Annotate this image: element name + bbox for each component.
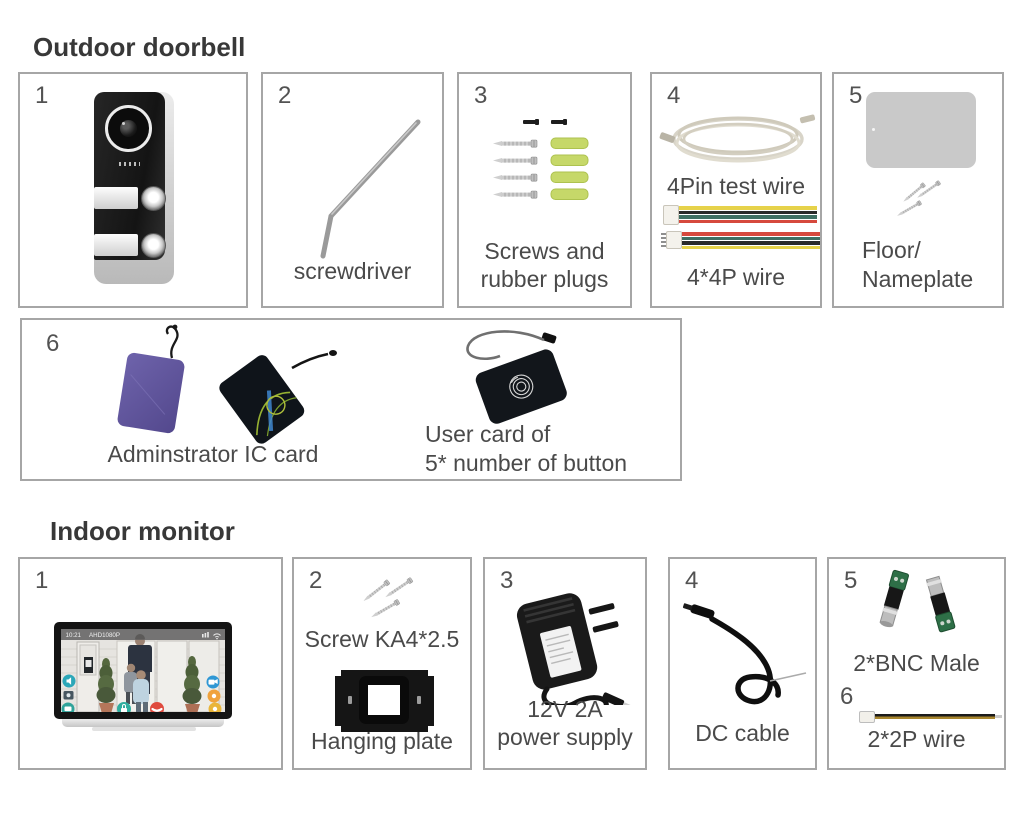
outdoor-section-title: Outdoor doorbell bbox=[33, 32, 246, 62]
screen-record-button bbox=[206, 675, 220, 689]
wifi-icon bbox=[213, 633, 221, 640]
screen-snapshot-button bbox=[63, 691, 74, 700]
ribbon-wire-2-icon bbox=[682, 232, 820, 250]
item-number: 3 bbox=[474, 82, 488, 109]
power-supply-icon bbox=[516, 593, 631, 705]
card-string-icon bbox=[165, 325, 179, 359]
outdoor-item-1-doorbell: 1 bbox=[18, 72, 248, 308]
wire-label: 2*2P wire bbox=[867, 726, 966, 753]
silver-screws-icon bbox=[492, 139, 538, 199]
outdoor-item-3-screws-plugs: 3 Screws and rubber plugs bbox=[457, 72, 632, 308]
2p-wire-icon bbox=[875, 714, 995, 719]
signal-icon bbox=[202, 632, 209, 638]
dc-cable-icon bbox=[682, 603, 807, 705]
indoor-item-4-dc-cable: 4 DC cable bbox=[668, 557, 817, 770]
item-number: 3 bbox=[500, 567, 514, 594]
allen-key-icon bbox=[320, 119, 421, 259]
item-number: 1 bbox=[35, 82, 49, 109]
outdoor-item-6-ic-cards: 6 bbox=[20, 318, 682, 481]
small-black-screws-icon bbox=[523, 119, 567, 125]
bnc-connectors-icon bbox=[879, 569, 956, 633]
screen-monitor-button bbox=[61, 702, 75, 712]
screen-time: 10:21 bbox=[66, 632, 82, 639]
nameplate-icon bbox=[866, 92, 976, 168]
item-number: 2 bbox=[309, 567, 323, 594]
monitor-stand bbox=[92, 727, 196, 731]
outdoor-item-2-screwdriver: 2 screwdriver bbox=[261, 72, 444, 308]
item-label: Screws and rubber plugs bbox=[480, 237, 609, 293]
item-label: Floor/ Nameplate bbox=[862, 237, 974, 292]
indoor-item-1-monitor: 1 bbox=[18, 557, 283, 770]
item-number: 6 bbox=[46, 330, 60, 357]
bnc-label: 2*BNC Male bbox=[853, 650, 980, 676]
screws-and-plugs-icon bbox=[492, 119, 589, 200]
ribbon-connector-1 bbox=[663, 205, 679, 225]
test-wire-coil-icon bbox=[659, 114, 816, 163]
screen-hangup-button bbox=[150, 702, 164, 712]
outdoor-item-4-wires: 4 4Pin test wire 4*4P wire bbox=[650, 72, 822, 308]
indoor-item-3-power-supply: 3 12V 2A power supply bbox=[483, 557, 647, 770]
indoor-item-5-bnc-and-wire: 5 2*BNC Male 6 2*2P wire bbox=[827, 557, 1006, 770]
screen-volume-button bbox=[207, 689, 221, 703]
ribbon-wire-1-icon bbox=[679, 206, 817, 224]
item-number: 2 bbox=[278, 82, 292, 109]
screen-format: AHD1080P bbox=[89, 632, 120, 639]
ribbon-connector-2 bbox=[666, 231, 682, 249]
doorbell-face bbox=[94, 92, 166, 260]
doorbell-nametag-2 bbox=[94, 234, 138, 256]
doorbell-nametag-1 bbox=[94, 187, 138, 209]
screw-label: Screw KA4*2.5 bbox=[304, 626, 460, 652]
item-number: 4 bbox=[667, 82, 681, 109]
doorbell-image bbox=[94, 92, 174, 284]
2p-wire-connector bbox=[859, 711, 875, 723]
doorbell-camera-icon bbox=[105, 105, 152, 152]
outdoor-item-5-nameplate: 5 Floor/ Nameplate bbox=[832, 72, 1004, 308]
screen-status-bar bbox=[61, 629, 225, 640]
screen-settings-button bbox=[208, 702, 222, 712]
item-number: 4 bbox=[685, 567, 699, 594]
indoor-item-2-hanging-plate: 2 Screw KA4*2.5 Hanging plate bbox=[292, 557, 472, 770]
ic-cards-art bbox=[117, 324, 567, 444]
indoor-section-title: Indoor monitor bbox=[50, 516, 235, 546]
plate-label: Hanging plate bbox=[311, 728, 453, 755]
monitor-image: 10:21 AHD1080P bbox=[54, 622, 232, 719]
item-label-bottom: 4*4P wire bbox=[686, 264, 786, 291]
item-number-2: 6 bbox=[840, 683, 854, 710]
admin-card-label: Adminstrator IC card bbox=[107, 441, 319, 467]
user-card-label: User card of 5* number of button bbox=[425, 421, 628, 476]
screw-cluster-icon bbox=[895, 180, 942, 219]
rubber-plugs-icon bbox=[550, 137, 589, 200]
item-number: 1 bbox=[35, 567, 49, 594]
item-label: 12V 2A power supply bbox=[497, 695, 633, 751]
monitor-base bbox=[62, 719, 224, 727]
screen-unlock-button bbox=[117, 702, 131, 712]
monitor-screen-scene: 10:21 AHD1080P bbox=[61, 629, 225, 712]
item-number: 5 bbox=[844, 567, 858, 594]
lanyard-clip-icon bbox=[541, 332, 557, 344]
admin-card-purple bbox=[117, 352, 185, 434]
doorbell-button-1 bbox=[141, 186, 166, 211]
user-card bbox=[475, 349, 567, 424]
fingerprint-icon bbox=[509, 374, 534, 399]
lanyard-string-icon bbox=[466, 330, 545, 360]
hanging-plate-icon bbox=[334, 669, 435, 733]
ribbon-pins-icon bbox=[661, 233, 666, 249]
bnc-connector-2 bbox=[925, 575, 956, 633]
scene-plant-right bbox=[182, 656, 202, 712]
card-string-icon bbox=[291, 352, 329, 370]
doorbell-markings bbox=[119, 162, 140, 166]
item-number: 5 bbox=[849, 82, 863, 109]
bnc-connector-1 bbox=[879, 569, 909, 628]
item-label: screwdriver bbox=[293, 258, 412, 285]
item-label: DC cable bbox=[695, 720, 790, 747]
screen-speaker-button bbox=[62, 674, 76, 688]
item-label-top: 4Pin test wire bbox=[666, 173, 806, 199]
admin-card-black bbox=[219, 355, 305, 444]
scene-plant-left bbox=[96, 658, 116, 712]
2p-wire-tip bbox=[995, 715, 1002, 718]
scene-child-2 bbox=[133, 670, 149, 712]
doorbell-button-2 bbox=[141, 233, 166, 258]
screw-cluster-icon bbox=[361, 576, 414, 620]
